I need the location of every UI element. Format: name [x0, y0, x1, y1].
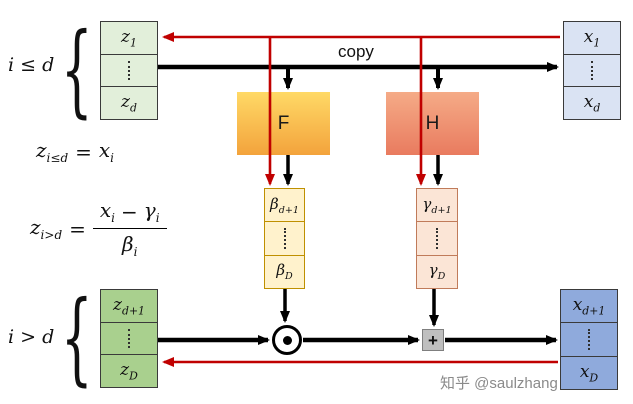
top-partition-label: i ≤ d: [8, 54, 55, 76]
eq2-lhs: zi>d: [30, 215, 63, 242]
stack-cell: βd+1: [265, 189, 304, 221]
cell-label: z1: [121, 26, 137, 50]
stack-cell: xd+1: [561, 290, 617, 322]
cell-label: zd: [121, 91, 137, 115]
stack-cell: [561, 322, 617, 355]
eq1-rhs: xi: [98, 138, 115, 165]
stack-cell: [101, 53, 157, 87]
top-brace: {: [61, 11, 93, 128]
z-bottom-stack: zd+1 zD: [100, 289, 158, 388]
copy-label: copy: [338, 42, 374, 61]
vertical-dots-icon: [436, 228, 438, 249]
elementwise-add-icon: +: [422, 329, 444, 351]
stack-cell: γD: [417, 254, 457, 288]
bottom-brace-glyph: {: [61, 279, 93, 396]
cell-label: xd+1: [572, 294, 606, 318]
cell-label: x1: [583, 26, 601, 50]
cell-label: βD: [276, 261, 293, 283]
cell-label: γd+1: [422, 194, 452, 216]
eq1-lhs: zi≤d: [36, 138, 69, 165]
stack-cell: zD: [101, 354, 157, 387]
fraction: xi − γi βi: [92, 198, 167, 259]
affine-inverse-equation: zi>d = xi − γi βi: [30, 198, 167, 259]
x-top-stack: x1 xd: [563, 21, 621, 120]
stack-cell: [564, 53, 620, 87]
elementwise-multiply-icon: [272, 325, 302, 355]
function-F-label: F: [277, 112, 290, 134]
beta-stack: βd+1 βD: [264, 188, 305, 289]
vertical-dots-icon: [128, 328, 130, 349]
stack-cell: z1: [101, 22, 157, 54]
cell-label: zD: [120, 359, 138, 383]
translate-function-box-H: H: [386, 92, 479, 155]
x-bottom-stack: xd+1 xD: [560, 289, 618, 390]
stack-cell: zd: [101, 86, 157, 119]
stack-cell: x1: [564, 22, 620, 54]
fraction-denominator: βi: [122, 232, 138, 259]
vertical-dots-icon: [128, 60, 130, 81]
stack-cell: βD: [265, 254, 304, 288]
multiply-dot: [282, 335, 292, 345]
stack-cell: [417, 221, 457, 254]
vertical-dots-icon: [283, 228, 286, 249]
stack-cell: [101, 321, 157, 355]
minus-sign: −: [121, 199, 138, 224]
top-brace-glyph: {: [61, 11, 93, 128]
plus-label: +: [428, 330, 438, 350]
gamma-stack: γd+1 γD: [416, 188, 458, 289]
cell-label: γD: [428, 261, 446, 283]
stack-cell: xd: [564, 86, 620, 119]
stack-cell: [265, 221, 304, 254]
cell-label: xd: [583, 91, 601, 115]
bottom-partition-label: i > d: [8, 326, 55, 348]
cell-label: βd+1: [270, 194, 299, 216]
stack-cell: γd+1: [417, 189, 457, 221]
fraction-numerator: xi − γi: [92, 198, 167, 229]
equals-sign: =: [69, 216, 86, 241]
cell-label: zd+1: [113, 294, 145, 318]
vertical-dots-icon: [588, 329, 590, 350]
cell-label: xD: [579, 361, 599, 385]
bottom-brace: {: [61, 279, 93, 396]
function-H-label: H: [425, 112, 440, 134]
vertical-dots-icon: [591, 60, 593, 81]
scale-function-box-F: F: [237, 92, 330, 155]
stack-cell: xD: [561, 355, 617, 389]
equals-sign: =: [75, 139, 92, 164]
stack-cell: zd+1: [101, 290, 157, 322]
z-top-stack: z1 zd: [100, 21, 158, 120]
watermark: 知乎 @saulzhang: [440, 375, 558, 392]
copy-equation: zi≤d = xi: [36, 138, 114, 165]
